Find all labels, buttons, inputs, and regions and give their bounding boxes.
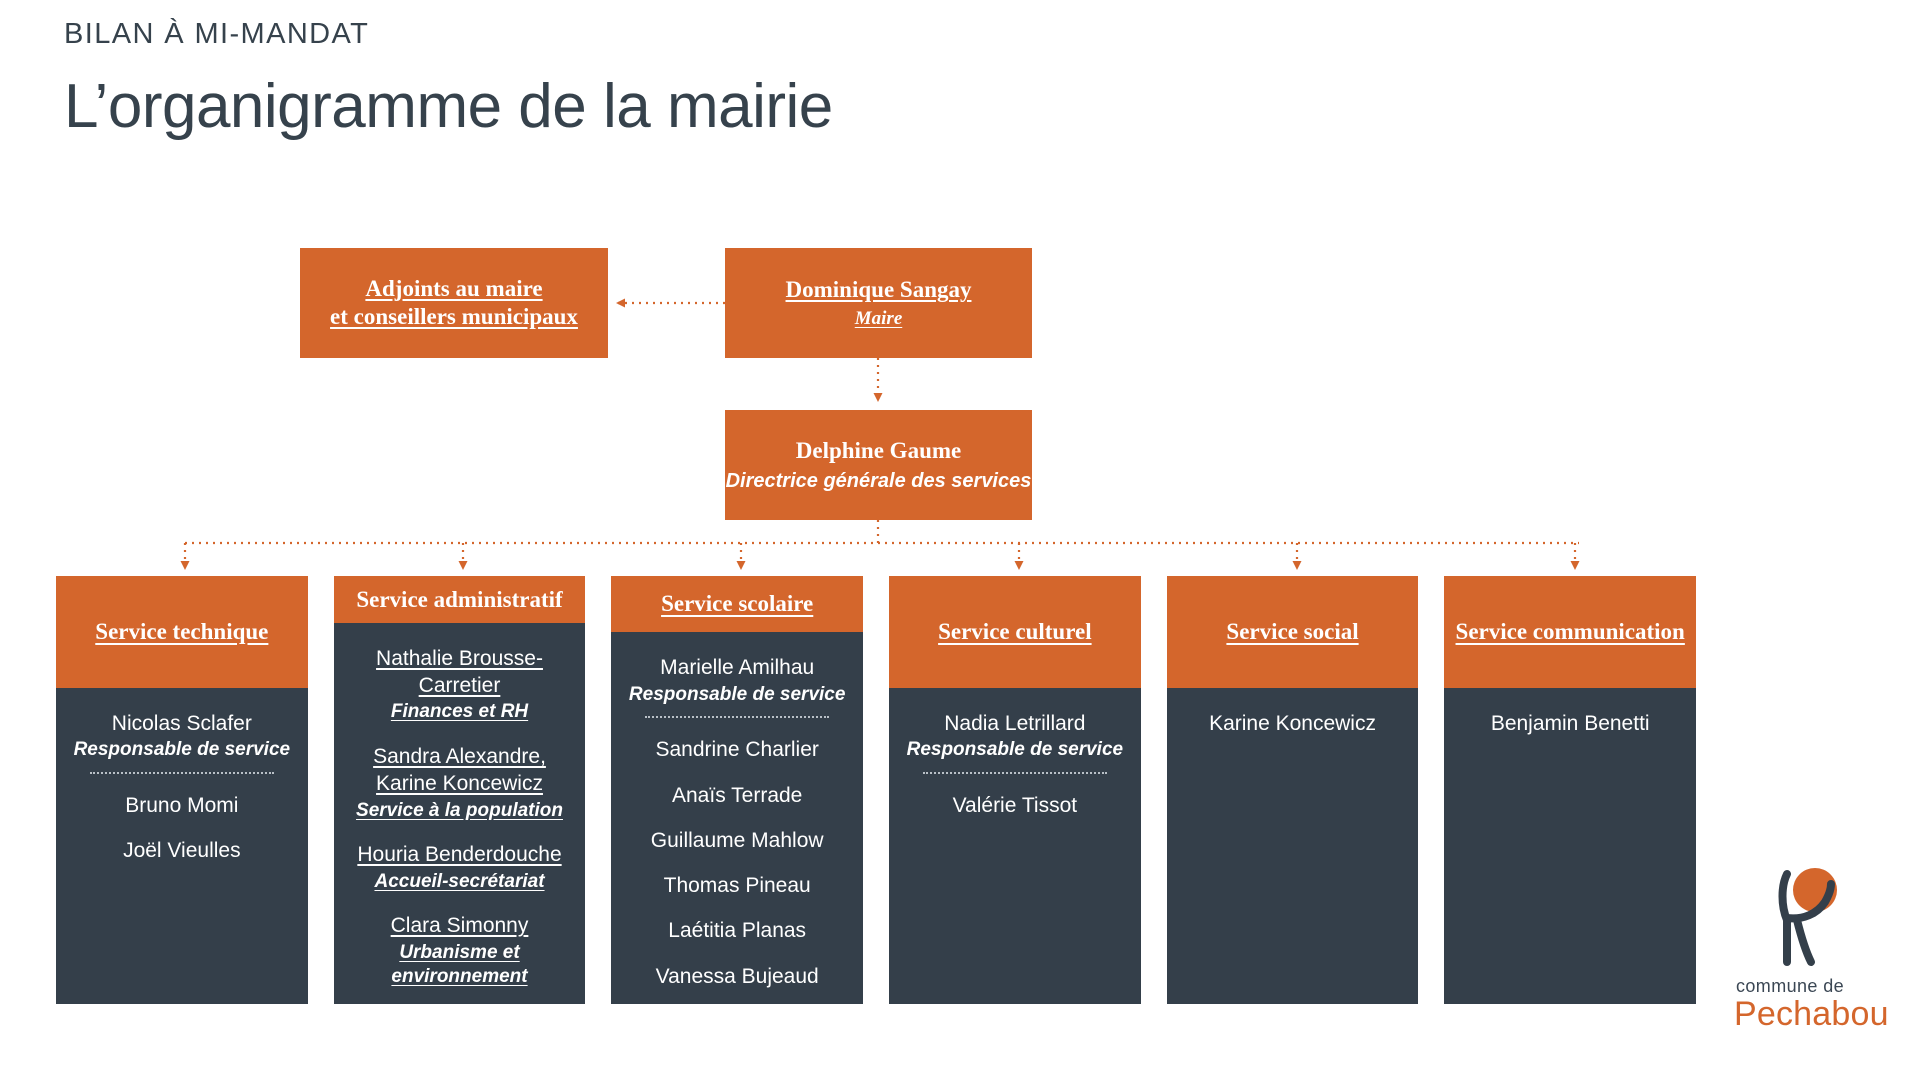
service-member: Sandrine Charlier [619,736,855,763]
logo-pechabou: commune de Pechabou [1722,862,1890,1033]
service-header-label: Service communication [1455,619,1685,645]
member-name: Sandra Alexandre, [373,745,546,769]
member-name: Nathalie Brousse-Carretier [376,646,543,698]
service-member: Valérie Tissot [897,792,1133,819]
service-header-label: Service social [1226,619,1359,645]
service-member: Vanessa Bujeaud [619,963,855,990]
member-role: Responsable de service [906,739,1124,761]
member-name: Karine Koncewicz [1209,712,1376,735]
member-name: Houria Benderdouche [357,843,562,867]
member-name: Vanessa Bujeaud [655,964,819,988]
node-directrice-generale[interactable]: Delphine Gaume Directrice générale des s… [725,410,1032,520]
service-header-label: Service culturel [938,619,1092,645]
member-name: Valérie Tissot [952,793,1078,817]
service-header[interactable]: Service culturel [889,576,1141,688]
member-name: Sandrine Charlier [655,738,819,762]
member-name: Clara Simonny [390,914,529,938]
adjoints-line-1: Adjoints au maire [365,275,543,301]
member-name: Nicolas Sclafer [111,712,252,735]
service-member: Thomas Pineau [619,872,855,899]
service-header[interactable]: Service communication [1444,576,1697,688]
member-separator [89,771,274,774]
service-header-label: Service technique [95,619,269,645]
member-name: Nadia Letrillard [944,712,1086,735]
service-members-list: Karine Koncewicz [1167,688,1419,1004]
member-name: Karine Koncewicz [376,772,543,796]
adjoints-line-2: et conseillers municipaux [330,304,578,329]
member-name: Joël Vieulles [123,839,241,863]
dgs-role: Directrice générale des services [725,469,1032,492]
service-header-label: Service administratif [356,586,563,612]
service-header[interactable]: Service administratif [333,576,586,623]
member-role: Urbanisme et environnement [391,941,528,988]
service-header-label: Service scolaire [661,591,814,617]
service-members-list: Benjamin Benetti [1444,688,1696,1004]
slide-kicker: BILAN À MI-MANDAT [64,18,370,50]
service-header[interactable]: Service technique [56,576,308,688]
member-role: Finances et RH [390,701,529,723]
member-name: Bruno Momi [125,793,239,817]
node-maire[interactable]: Dominique Sangay Maire [725,248,1032,358]
service-member: Bruno Momi [64,792,300,819]
member-role: Responsable de service [628,683,846,705]
member-name: Anaïs Terrade [672,783,803,807]
dgs-name: Delphine Gaume [795,438,962,464]
service-header[interactable]: Service social [1166,576,1419,688]
pechabou-figure-icon [1778,868,1837,966]
slide-header: BILAN À MI-MANDAT L’organigramme de la m… [64,18,833,142]
service-member: Anaïs Terrade [619,782,855,809]
member-role: Responsable de service [73,739,291,761]
member-role: Service à la population [356,799,563,821]
member-name: Marielle Amilhau [660,656,815,680]
logo-town-name: Pechabou [1734,995,1889,1033]
service-member: Karine Koncewicz [1175,710,1411,737]
page-title: L’organigramme de la mairie [64,72,833,141]
service-header[interactable]: Service scolaire [611,576,864,633]
member-name: Benjamin Benetti [1490,712,1650,735]
service-member: Benjamin Benetti [1452,710,1688,737]
member-name: Thomas Pineau [663,874,811,898]
service-member: Joël Vieulles [64,837,300,864]
member-name: Laétitia Planas [668,919,807,943]
service-member: Laétitia Planas [619,917,855,944]
service-member: Guillaume Mahlow [619,827,855,854]
node-adjoints-conseillers[interactable]: Adjoints au maire et conseillers municip… [300,248,608,358]
member-role: Accueil-secrétariat [374,870,545,892]
member-separator [922,771,1107,774]
maire-role: Maire [854,307,903,329]
member-separator [645,716,830,719]
maire-name: Dominique Sangay [785,277,972,303]
member-name: Guillaume Mahlow [650,828,824,852]
logo-commune-label: commune de [1736,976,1845,996]
